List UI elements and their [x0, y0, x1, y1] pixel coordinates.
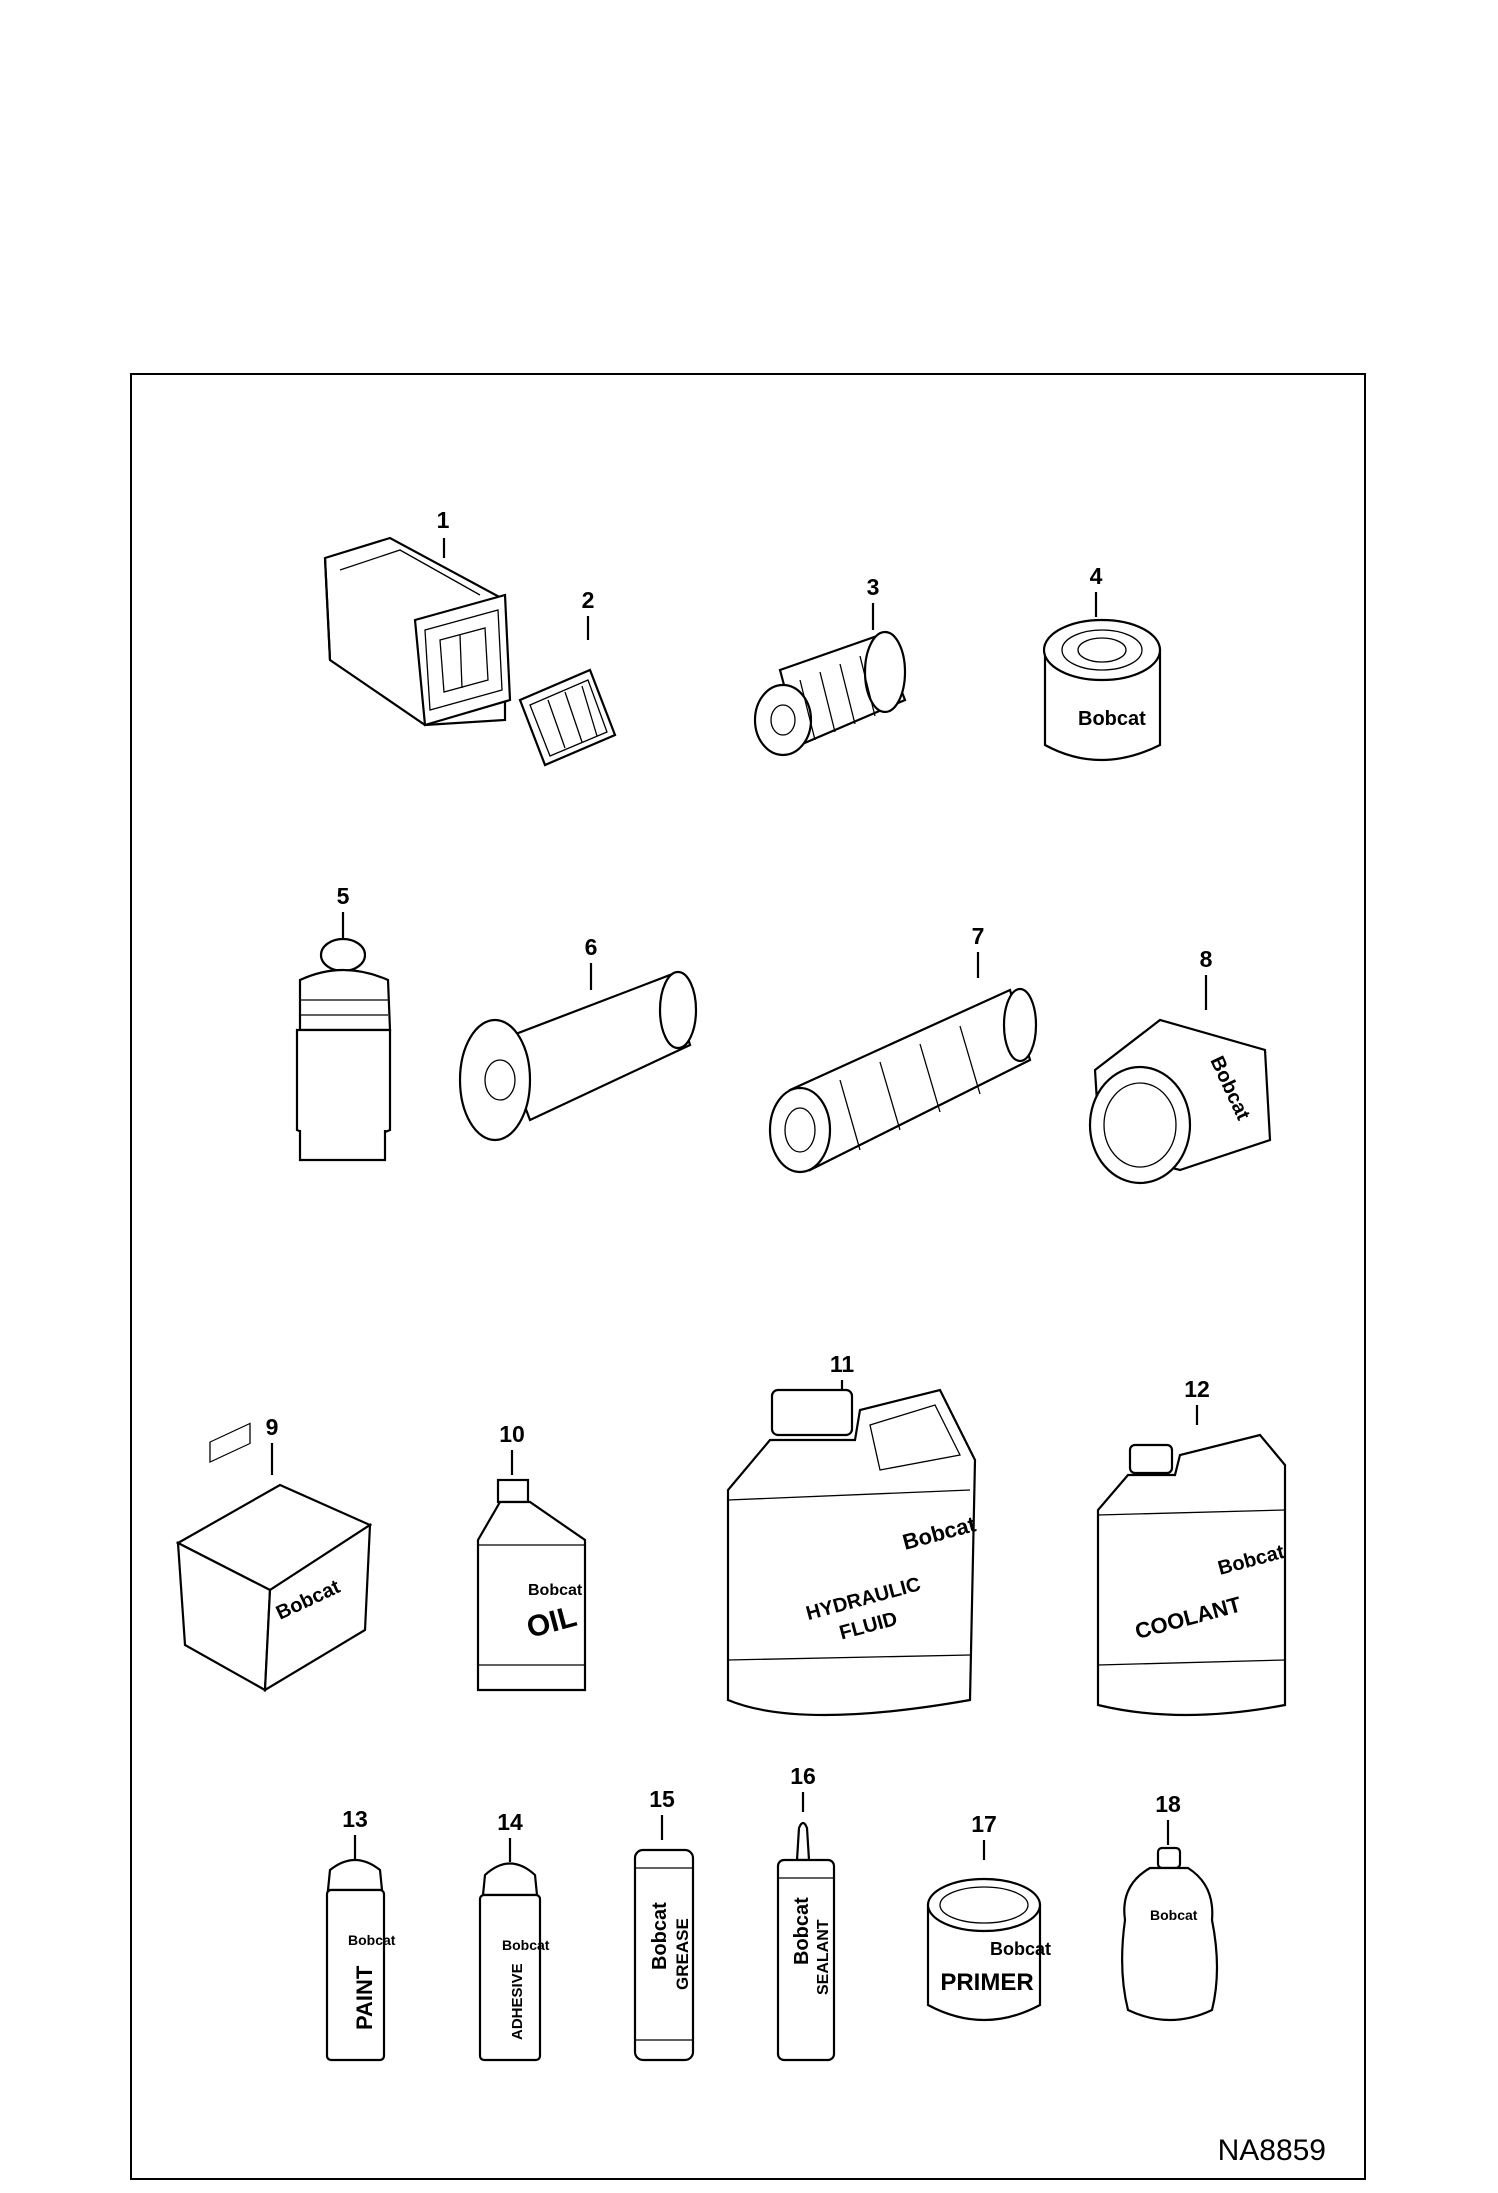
- callout-8: 8: [1200, 946, 1213, 972]
- part-14-adhesive-can: Bobcat ADHESIVE: [478, 1838, 550, 2062]
- part-12-coolant-jug: Bobcat COOLANT: [1096, 1405, 1287, 1717]
- part-13-label: PAINT: [352, 1965, 377, 2030]
- part-15-brand: Bobcat: [649, 1902, 671, 1970]
- diagram-frame: [130, 373, 1366, 2180]
- part-17-brand: Bobcat: [990, 1939, 1051, 1959]
- callout-7: 7: [972, 923, 985, 949]
- part-16-sealant-tube: Bobcat SEALANT: [776, 1792, 836, 2062]
- part-11-hydraulic-fluid-jug: Bobcat HYDRAULIC FLUID: [726, 1380, 979, 1717]
- callout-18: 18: [1155, 1791, 1181, 1817]
- callout-5: 5: [337, 883, 350, 909]
- callout-4: 4: [1090, 563, 1103, 589]
- part-7-mesh-filter: [768, 952, 1038, 1174]
- part-4-spin-on-filter: Bobcat: [1042, 592, 1162, 762]
- callout-9: 9: [266, 1414, 279, 1440]
- part-8-oil-filter: Bobcat: [1088, 975, 1272, 1185]
- part-3-cartridge-filter: [753, 603, 907, 757]
- part-10-brand: Bobcat: [528, 1582, 583, 1599]
- part-17-label: PRIMER: [940, 1969, 1033, 1996]
- callout-1: 1: [437, 507, 450, 533]
- callout-3: 3: [867, 574, 880, 600]
- callout-10: 10: [499, 1421, 525, 1447]
- part-9-battery: Bobcat: [175, 1422, 373, 1693]
- callout-12: 12: [1184, 1376, 1210, 1402]
- part-14-brand: Bobcat: [502, 1937, 550, 1953]
- part-15-grease-tube: Bobcat GREASE: [633, 1815, 695, 2062]
- callout-16: 16: [790, 1763, 816, 1789]
- reference-code: NA8859: [1218, 2134, 1326, 2167]
- part-13-brand: Bobcat: [348, 1932, 396, 1948]
- part-4-brand: Bobcat: [1078, 708, 1146, 730]
- callout-17: 17: [971, 1811, 997, 1837]
- part-1-air-filter-housing: [323, 536, 512, 727]
- part-16-label: SEALANT: [815, 1919, 832, 1995]
- part-5-fuel-filter: [295, 912, 392, 1162]
- callout-2: 2: [582, 587, 595, 613]
- callout-15: 15: [649, 1786, 675, 1812]
- callout-11: 11: [830, 1351, 855, 1377]
- part-18-small-bottle: Bobcat: [1121, 1820, 1219, 2022]
- part-14-label: ADHESIVE: [509, 1963, 526, 2040]
- callout-14: 14: [497, 1809, 523, 1835]
- part-10-oil-bottle: Bobcat OIL: [476, 1450, 587, 1692]
- part-6-breather-filter: [458, 963, 698, 1142]
- part-15-label: GREASE: [673, 1918, 692, 1990]
- part-18-brand: Bobcat: [1150, 1907, 1198, 1923]
- part-17-primer-can: Bobcat PRIMER: [926, 1840, 1051, 2022]
- callout-13: 13: [342, 1806, 368, 1832]
- part-16-brand: Bobcat: [791, 1897, 813, 1965]
- callout-6: 6: [585, 934, 598, 960]
- part-13-paint-can: Bobcat PAINT: [325, 1835, 396, 2062]
- part-2-inner-air-filter: [518, 616, 617, 767]
